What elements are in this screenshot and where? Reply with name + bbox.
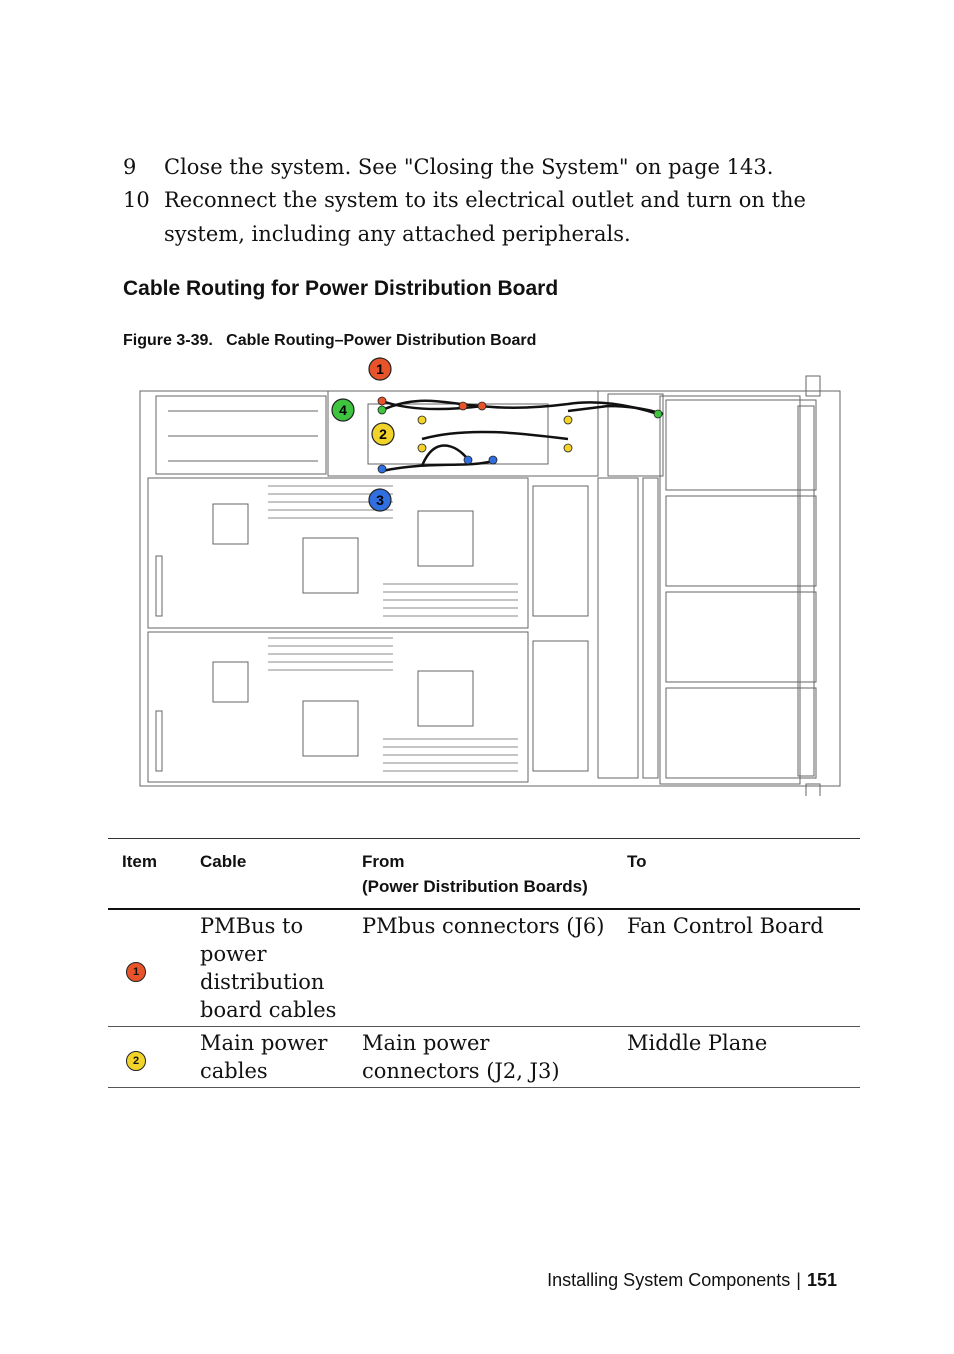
chassis-latch-top (805, 375, 821, 397)
figure-caption: Figure 3-39. Cable Routing–Power Distrib… (123, 332, 536, 350)
table-row: 1 PMBus to power distribution board cabl… (108, 909, 860, 1027)
cpu1-node-2 (302, 700, 359, 757)
step-text: Reconnect the system to its electrical o… (164, 188, 806, 246)
callout-4: 4 (331, 398, 355, 422)
power-distribution-board (327, 390, 599, 477)
table-row: 2 Main power cables Main power connector… (108, 1026, 860, 1088)
callout-1: 1 (368, 357, 392, 381)
footer-separator: | (796, 1270, 801, 1290)
from-cell: Main power connectors (J2, J3) (348, 1026, 613, 1088)
section-title: Cable Routing for Power Distribution Boa… (123, 277, 559, 300)
table-header-row: Item Cable From (Power Distribution Boar… (108, 838, 860, 910)
header-to: To (613, 838, 860, 910)
header-from: From (Power Distribution Boards) (348, 838, 613, 910)
footer-section: Installing System Components (547, 1270, 791, 1290)
heatsink-node-2 (212, 661, 249, 703)
cable-cell: Main power cables (186, 1026, 348, 1088)
figure-title: Cable Routing–Power Distribution Board (226, 332, 537, 349)
drive-bay-4 (665, 687, 817, 779)
svg-text:3: 3 (376, 492, 384, 508)
header-from-label: From (362, 852, 405, 871)
callout-3: 3 (368, 488, 392, 512)
chassis-diagram: 1 4 2 3 (139, 357, 841, 796)
item-cell: 2 (108, 1026, 186, 1088)
cable-pmbus (381, 399, 484, 411)
to-cell: Middle Plane (613, 1026, 860, 1088)
callout-badge: 1 (126, 962, 146, 982)
page-number: 151 (806, 1270, 837, 1290)
step-text: Close the system. See "Closing the Syste… (164, 155, 774, 179)
to-cell: Fan Control Board (613, 909, 860, 1027)
connector-dots (377, 396, 663, 474)
figure-label: Figure 3-39. (123, 332, 213, 349)
cable-table: Item Cable From (Power Distribution Boar… (108, 838, 860, 1088)
item-cell: 1 (108, 909, 186, 1027)
drive-bay-3 (665, 591, 817, 683)
callout-badge: 2 (126, 1051, 146, 1071)
svg-text:2: 2 (379, 426, 387, 442)
cables (381, 399, 664, 473)
cable-blue-2 (381, 459, 494, 473)
svg-text:1: 1 (376, 361, 384, 377)
header-item: Item (108, 838, 186, 910)
server-node-1 (147, 477, 529, 629)
cable-blue-1 (420, 444, 470, 467)
step-number: 9 (123, 155, 137, 179)
cpu2-node-2 (417, 670, 474, 727)
drive-bay-1 (665, 399, 817, 491)
cpu1-node-1 (302, 537, 359, 594)
step-number: 10 (123, 188, 150, 212)
from-cell: PMbus connectors (J6) (348, 909, 613, 1027)
page-footer: Installing System Components|151 (547, 1270, 837, 1291)
psu-bay (155, 395, 327, 475)
svg-text:4: 4 (339, 402, 347, 418)
cpu2-node-1 (417, 510, 474, 567)
heatsink-node-1 (212, 503, 249, 545)
header-cable: Cable (186, 838, 348, 910)
server-node-2 (147, 631, 529, 783)
cable-pmbus-fan (381, 399, 659, 416)
cable-main-power (421, 430, 569, 441)
cable-routing-figure: 1 4 2 3 (138, 356, 848, 796)
callout-2: 2 (371, 422, 395, 446)
drive-bay-2 (665, 495, 817, 587)
chassis-outline (139, 390, 841, 787)
chassis-latch-bottom (805, 783, 821, 796)
header-from-sub: (Power Distribution Boards) (362, 877, 588, 896)
cable-cell: PMBus to power distribution board cables (186, 909, 348, 1027)
